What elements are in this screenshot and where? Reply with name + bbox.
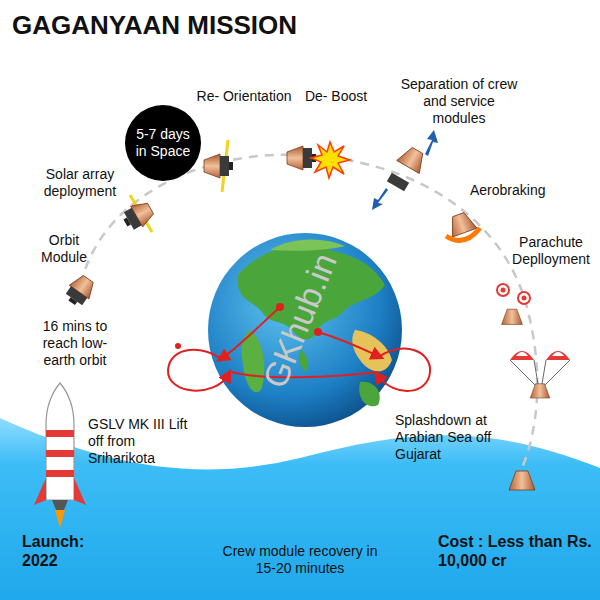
title: GAGANYAAN MISSION [12,10,297,40]
launch-label: GSLV MK III Lift off from Sriharikota [88,416,192,467]
cost-note: Cost : Less than Rs. 10,000 cr [438,532,594,570]
trajectory [78,155,537,468]
recovery-note: Crew module recovery in 15-20 minutes [212,543,388,577]
stage-label: De- Boost [304,88,368,105]
stage-label: Separation of crew and service modules [398,76,520,127]
stage-label: 16 mins to reach low- earth orbit [28,318,122,369]
orbit-module [62,272,98,310]
stage-label: Solar array deployment [26,166,134,200]
duration-text: 5-7 days in Space [134,126,192,160]
separation-modules [372,130,438,210]
parachute-deployment [497,284,530,324]
stage-label: Re- Orientation [196,88,292,105]
aerobraking-capsule [446,210,480,240]
stage-label: Aerobraking [470,182,582,199]
stage-label: Parachute Deplloyment [506,234,596,268]
rocket [34,383,86,528]
space-duration-circle: 5-7 days in Space [125,105,201,181]
splashdown-capsule [509,471,535,490]
deboost-capsule [287,142,350,178]
reorientation-capsule [204,140,233,192]
stage-label: Splashdown at Arabian Sea off Gujarat [395,412,520,463]
main-parachutes [510,351,570,398]
launch-date: Launch: 2022 [22,532,102,570]
stage-label: Orbit Module [28,232,100,266]
solar-array-capsule [119,195,156,233]
